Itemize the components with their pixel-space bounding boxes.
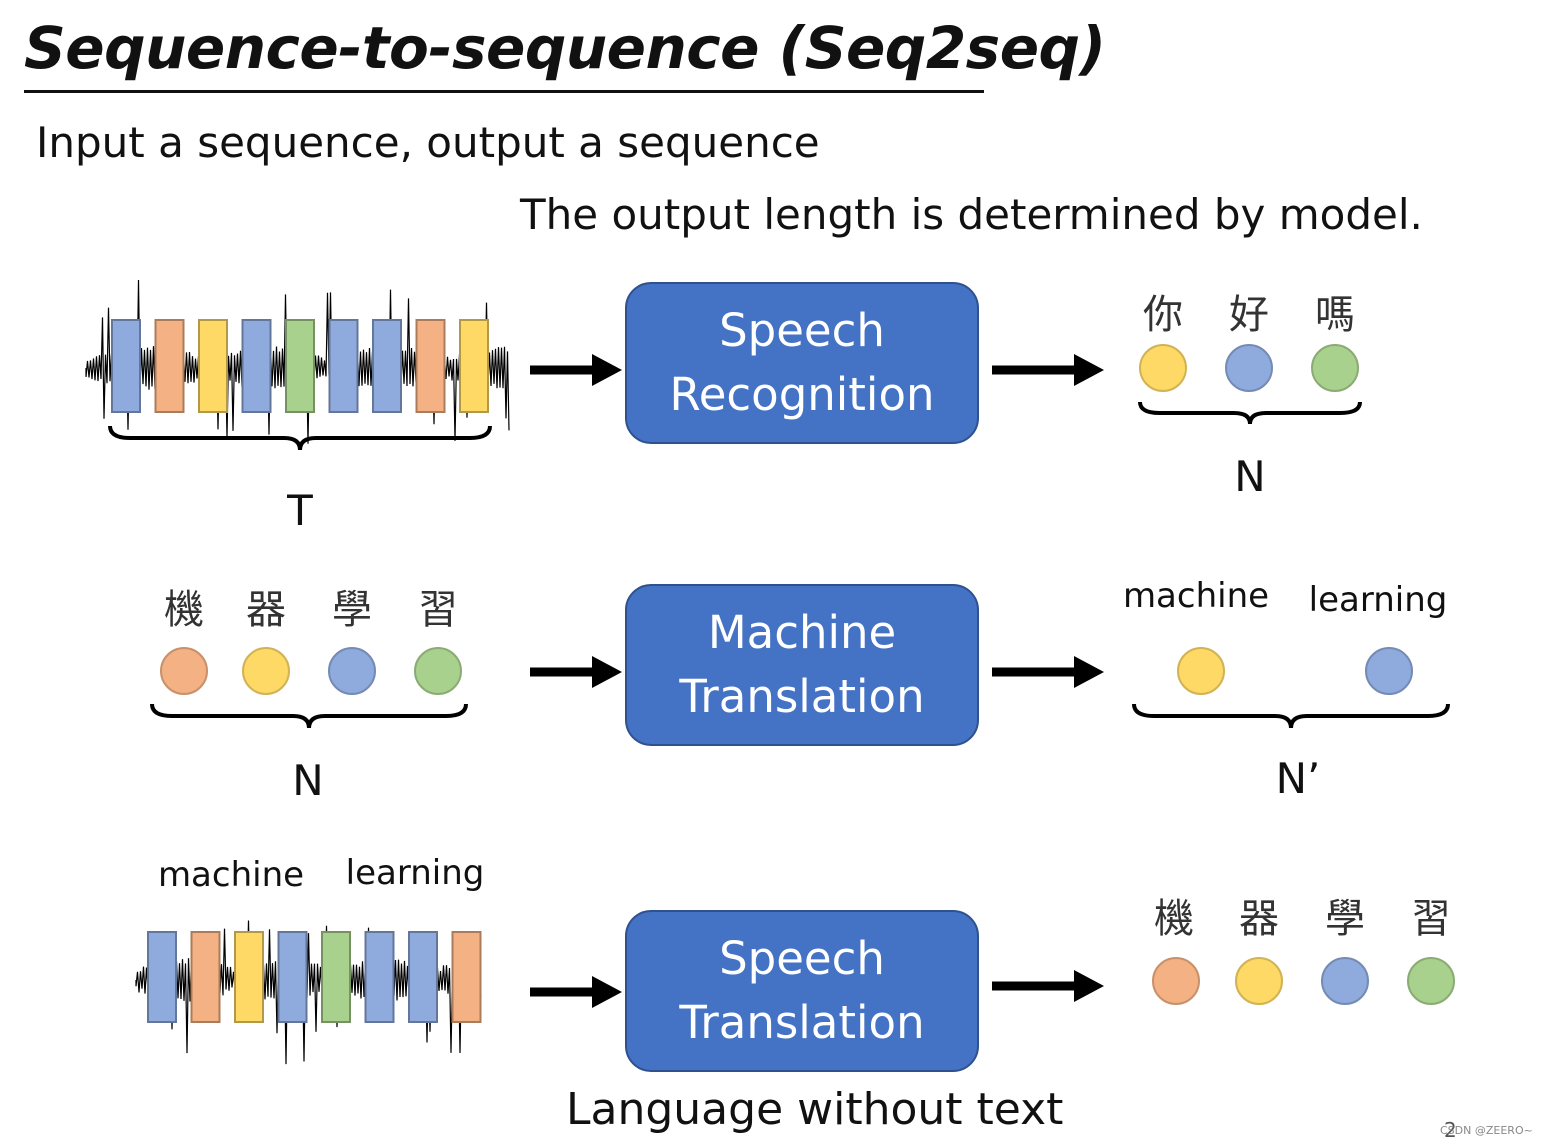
acoustic-frame — [234, 931, 264, 1023]
acoustic-frame — [277, 931, 308, 1023]
box-line-1: Machine — [707, 606, 897, 659]
title-underline — [24, 90, 984, 93]
slide-subtitle: Input a sequence, output a sequence — [36, 118, 820, 167]
speech-translation-box: Speech Translation — [625, 910, 979, 1072]
acoustic-frame — [111, 319, 141, 413]
output-word: learning — [1308, 580, 1448, 620]
output-brace — [1138, 401, 1362, 425]
input-char: 機 — [164, 587, 204, 633]
arrow-from-box-head — [1074, 970, 1104, 1002]
output-length-label-n-prime: N’ — [1275, 754, 1321, 803]
box-line-1: Speech — [719, 304, 885, 357]
output-token-circle — [1365, 647, 1413, 695]
caption-language-without-text: Language without text — [566, 1084, 1064, 1135]
acoustic-frame — [364, 931, 395, 1023]
output-token-circle — [1152, 957, 1200, 1005]
acoustic-frame — [241, 319, 272, 413]
acoustic-frame — [459, 319, 489, 413]
output-char: 你 — [1143, 292, 1183, 338]
arrow-to-box-head — [592, 354, 622, 386]
machine-translation-box: Machine Translation — [625, 584, 979, 746]
arrow-from-box-head — [1074, 354, 1104, 386]
acoustic-frame — [154, 319, 185, 413]
input-token-circle — [242, 647, 290, 695]
acoustic-frame — [451, 931, 482, 1023]
speech-recognition-box: Speech Recognition — [625, 282, 979, 444]
output-char: 好 — [1229, 292, 1269, 338]
output-char: 學 — [1325, 896, 1365, 942]
input-token-circle — [414, 647, 462, 695]
box-line-1: Speech — [719, 932, 885, 985]
output-token-circle — [1139, 344, 1187, 392]
input-brace — [150, 703, 468, 729]
input-word: machine — [157, 855, 305, 895]
output-char: 器 — [1239, 896, 1279, 942]
output-token-circle — [1235, 957, 1283, 1005]
input-char: 器 — [246, 587, 286, 633]
acoustic-frame — [415, 319, 446, 413]
arrow-from-box-head — [1074, 656, 1104, 688]
output-char: 習 — [1411, 896, 1451, 942]
output-token-circle — [1177, 647, 1225, 695]
acoustic-frame — [328, 319, 359, 413]
output-char: 嗎 — [1315, 292, 1355, 338]
output-token-circle — [1225, 344, 1273, 392]
acoustic-frame — [190, 931, 221, 1023]
input-char: 學 — [332, 587, 372, 633]
acoustic-frame — [198, 319, 228, 413]
box-line-2: Recognition — [669, 368, 935, 421]
watermark: CSDN @ZEERO~ — [1440, 1124, 1533, 1137]
acoustic-frame — [285, 319, 315, 413]
page-number: 2 — [1444, 1118, 1457, 1142]
output-length-label-n: N — [1234, 452, 1266, 501]
input-char: 習 — [418, 587, 458, 633]
acoustic-frame — [147, 931, 177, 1023]
output-length-note: The output length is determined by model… — [520, 190, 1423, 239]
box-line-2: Translation — [679, 996, 925, 1049]
output-token-circle — [1311, 344, 1359, 392]
input-token-circle — [160, 647, 208, 695]
input-word: learning — [345, 853, 485, 893]
acoustic-frame — [408, 931, 438, 1023]
arrow-to-box-head — [592, 656, 622, 688]
slide-title: Sequence-to-sequence (Seq2seq) — [24, 14, 1106, 82]
input-token-circle — [328, 647, 376, 695]
arrow-to-box-head — [592, 976, 622, 1008]
output-token-circle — [1407, 957, 1455, 1005]
box-line-2: Translation — [679, 670, 925, 723]
input-brace — [108, 425, 492, 451]
acoustic-frame — [372, 319, 402, 413]
output-token-circle — [1321, 957, 1369, 1005]
acoustic-frame — [321, 931, 351, 1023]
output-char: 機 — [1154, 896, 1194, 942]
input-length-label-n: N — [292, 756, 324, 805]
input-length-label-t: T — [287, 486, 313, 535]
output-brace — [1132, 703, 1450, 729]
output-word: machine — [1122, 576, 1270, 616]
